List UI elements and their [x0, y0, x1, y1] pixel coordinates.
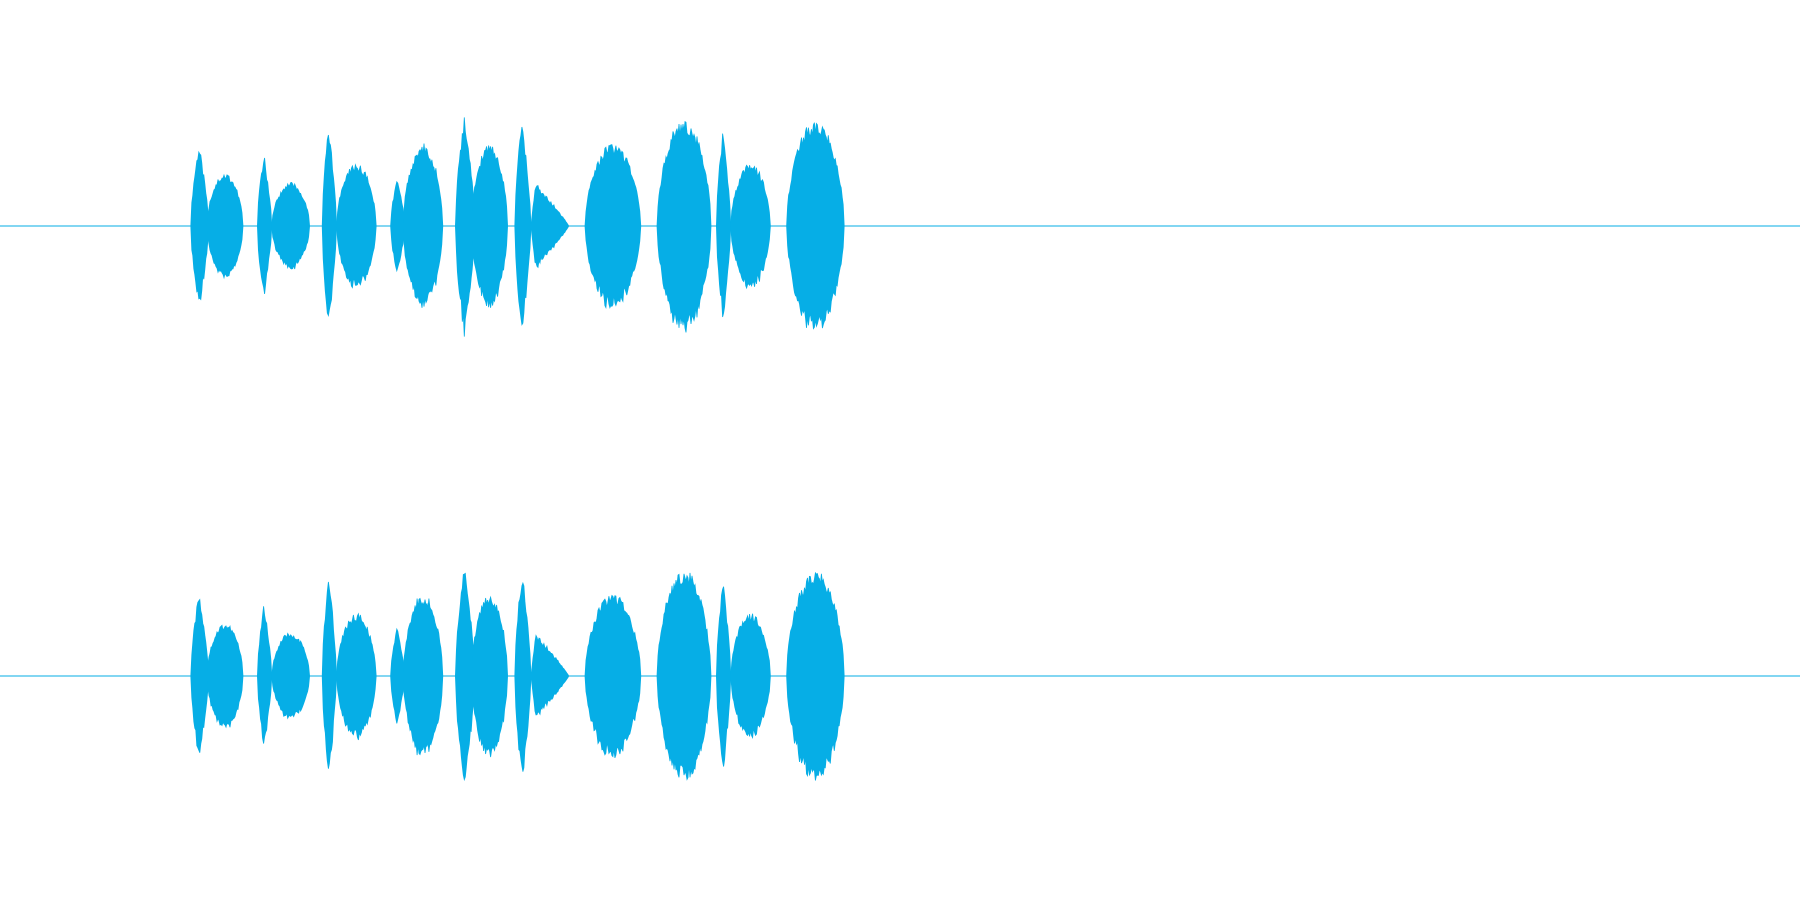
- channel-1-burst-8: [402, 143, 444, 308]
- channel-2-burst-4: [271, 632, 311, 720]
- channel-2-burst-11: [514, 581, 532, 772]
- channel-1-burst-12: [530, 185, 570, 269]
- channel-1-burst-5: [321, 134, 338, 318]
- channel-2-burst-6: [336, 612, 377, 741]
- channel-2-burst-13: [584, 594, 642, 759]
- channel-2-track: [0, 571, 1800, 782]
- channel-1-burst-6: [336, 163, 377, 289]
- channel-1-burst-13: [584, 144, 642, 310]
- channel-2-burst-15: [715, 586, 732, 767]
- channel-2-burst-10: [471, 595, 509, 758]
- channel-2-burst-3: [256, 606, 273, 744]
- channel-2-burst-8: [402, 597, 444, 756]
- channel-2-burst-1: [190, 598, 210, 753]
- channel-2-burst-12: [530, 634, 570, 716]
- channel-1-burst-1: [190, 150, 210, 301]
- channel-2-burst-17: [786, 571, 845, 781]
- channel-1-burst-2: [206, 173, 244, 280]
- channel-1-burst-4: [271, 181, 311, 270]
- channel-1-burst-14: [656, 121, 712, 333]
- channel-2-burst-2: [206, 624, 244, 729]
- channel-1-burst-11: [514, 126, 532, 326]
- channel-1-burst-16: [730, 164, 771, 290]
- channel-2-burst-14: [656, 572, 712, 781]
- channel-1-burst-3: [256, 157, 273, 295]
- channel-1-track: [0, 117, 1800, 337]
- channel-1-burst-15: [715, 133, 732, 318]
- channel-1-burst-10: [471, 145, 509, 308]
- channel-2-burst-16: [730, 613, 771, 740]
- channel-1-burst-17: [786, 122, 845, 330]
- channel-2-burst-5: [321, 581, 338, 769]
